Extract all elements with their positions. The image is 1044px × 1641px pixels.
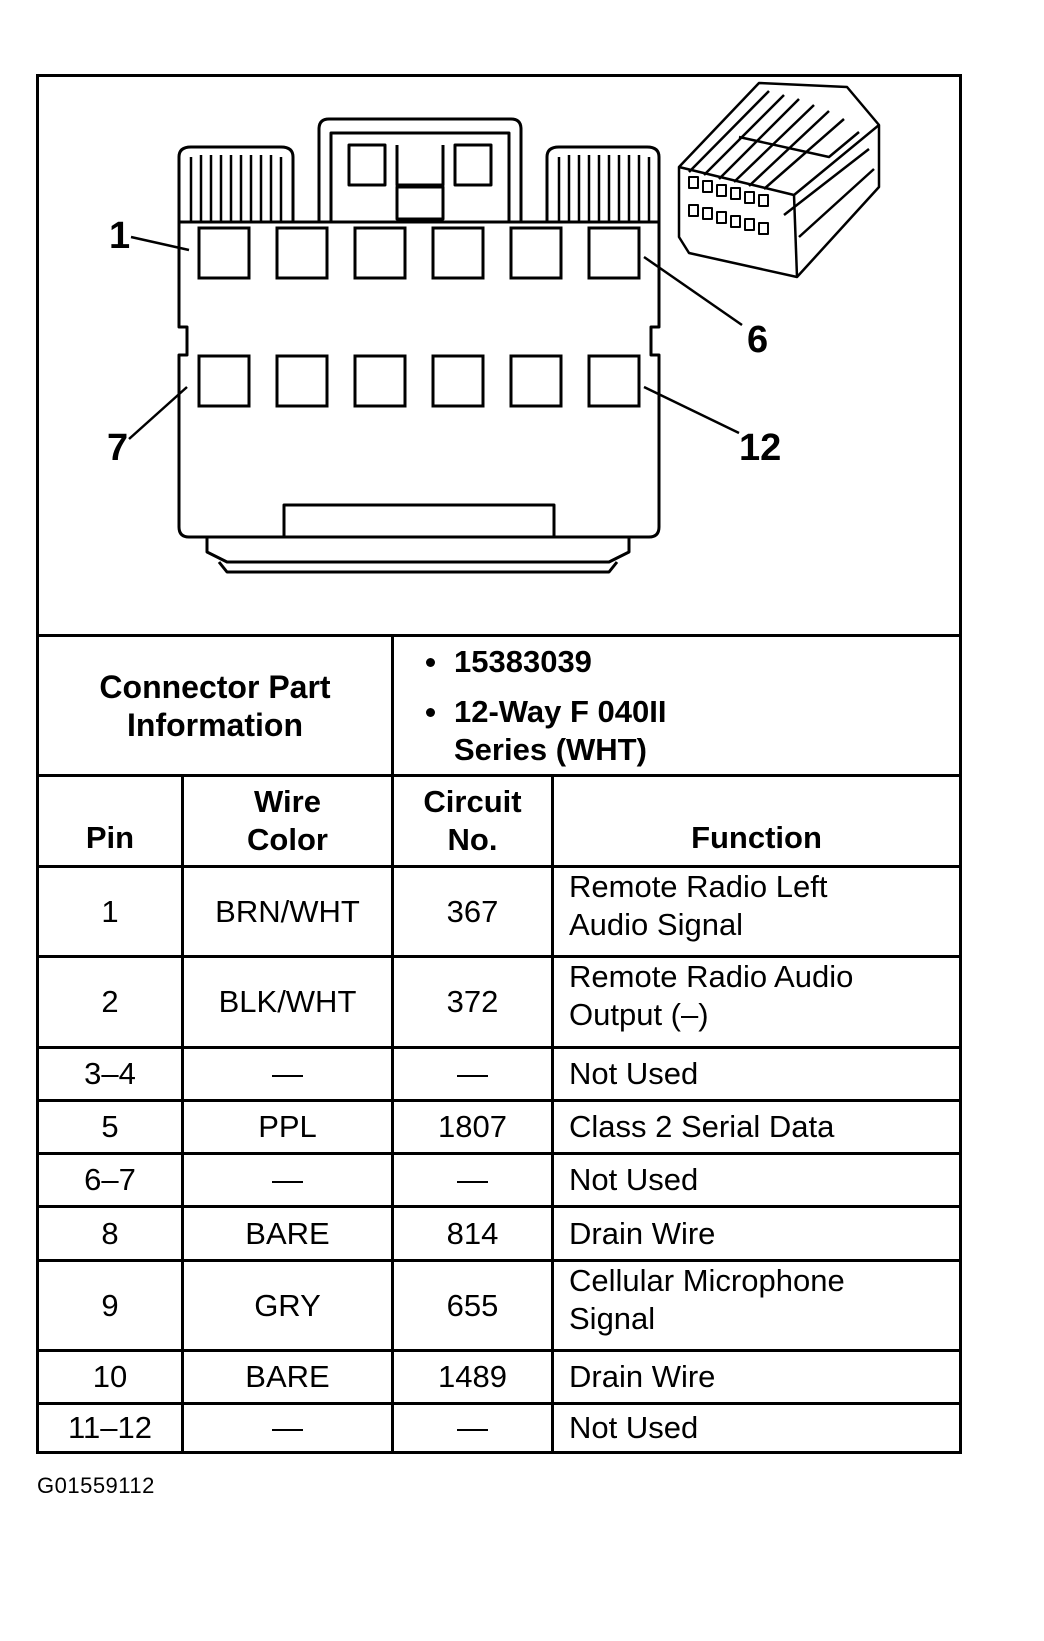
cell-pin: 11–12	[68, 1410, 152, 1445]
header-circuit-line2: No.	[447, 822, 498, 857]
cell-wire-color: BLK/WHT	[218, 984, 357, 1019]
cell-pin: 6–7	[84, 1162, 136, 1197]
header-circuit-no: Circuit No.	[394, 777, 551, 865]
cell-wire-color: —	[272, 1162, 303, 1197]
connector-part-number: 15383039	[426, 643, 592, 681]
cell-circuit: 814	[446, 1215, 499, 1251]
cell-pin: 9	[101, 1287, 119, 1323]
connector-type-text: 12-Way F 040II	[454, 694, 667, 729]
connector-part-number-text: 15383039	[454, 644, 592, 679]
cell-function-line1: Remote Radio Left	[569, 869, 828, 904]
bullet-icon	[426, 658, 435, 667]
column-divider	[551, 777, 554, 1451]
cell-function: Not Used	[569, 1162, 699, 1197]
cell-wire-color: —	[272, 1056, 303, 1091]
connector-info-list: 15383039 12-Way F 040II Series (WHT)	[394, 637, 959, 777]
cell-function-line2: Output (–)	[569, 997, 709, 1032]
cell-wire-color: BARE	[245, 1359, 330, 1394]
divider	[39, 634, 959, 637]
cell-wire-color: GRY	[254, 1287, 321, 1323]
connector-frame: 1 6 7 12 Connector Part Information 1538…	[36, 74, 962, 1454]
cell-function: Drain Wire	[569, 1215, 716, 1251]
pin-callout-6: 6	[747, 319, 769, 361]
cell-circuit: 1489	[438, 1359, 507, 1394]
figure-id: G01559112	[37, 1473, 155, 1498]
column-divider	[391, 777, 394, 1451]
cell-circuit: 367	[446, 893, 499, 929]
pin-callout-12: 12	[739, 427, 782, 469]
cell-wire-color: BARE	[245, 1215, 330, 1251]
cell-pin: 1	[101, 893, 119, 929]
cell-function-line1: Cellular Microphone	[569, 1263, 845, 1298]
divider	[39, 1046, 959, 1049]
pin-callout-1: 1	[109, 215, 131, 257]
cell-function-line1: Remote Radio Audio	[569, 959, 854, 994]
cell-pin: 8	[101, 1215, 119, 1251]
connector-face-drawing	[128, 81, 881, 574]
cell-circuit: 372	[446, 984, 499, 1019]
header-wire-color-line1: Wire	[254, 784, 321, 819]
header-wire-color: Wire Color	[184, 777, 391, 865]
cell-pin: 10	[92, 1359, 128, 1394]
divider	[39, 1259, 959, 1262]
cell-function-line2: Audio Signal	[569, 907, 744, 942]
cell-function: Not Used	[569, 1056, 699, 1091]
cell-function-line2: Signal	[569, 1301, 656, 1336]
divider	[39, 1205, 959, 1208]
header-pin: Pin	[85, 820, 135, 855]
cell-pin: 3–4	[84, 1056, 136, 1091]
connector-type: 12-Way F 040II	[426, 693, 667, 731]
cell-wire-color: —	[272, 1410, 303, 1445]
connector-diagram: 1 6 7 12	[39, 77, 959, 637]
connector-series: Series (WHT)	[454, 731, 647, 769]
cell-wire-color: BRN/WHT	[215, 893, 360, 929]
cell-function: Drain Wire	[569, 1359, 716, 1394]
cell-function: Class 2 Serial Data	[569, 1109, 835, 1144]
divider	[39, 1099, 959, 1102]
cell-pin: 5	[101, 1109, 119, 1144]
cell-circuit: —	[457, 1410, 488, 1445]
pin-callout-7: 7	[107, 427, 129, 469]
cell-pin: 2	[101, 984, 119, 1019]
connector-series-text: Series (WHT)	[454, 732, 647, 767]
divider	[39, 774, 959, 777]
cell-function: Not Used	[569, 1410, 699, 1445]
divider	[39, 1152, 959, 1155]
divider	[39, 955, 959, 958]
cell-function: Remote Radio Left Audio Signal	[554, 868, 959, 955]
cell-circuit: —	[457, 1162, 488, 1197]
cell-circuit: 1807	[438, 1109, 507, 1144]
header-function: Function	[691, 820, 822, 855]
cell-function: Cellular Microphone Signal	[554, 1262, 959, 1349]
connector-info-label-line1: Connector Part	[99, 668, 331, 705]
header-circuit-line1: Circuit	[423, 784, 522, 819]
column-divider	[181, 777, 184, 1451]
bullet-icon	[426, 708, 435, 717]
divider	[39, 865, 959, 868]
cell-circuit: —	[457, 1056, 488, 1091]
divider	[39, 1402, 959, 1405]
connector-info-label-line2: Information	[127, 706, 303, 743]
header-wire-color-line2: Color	[247, 822, 328, 857]
cell-function: Remote Radio Audio Output (–)	[554, 958, 959, 1046]
divider	[391, 634, 394, 777]
divider	[39, 1349, 959, 1352]
connector-info-label: Connector Part Information	[39, 637, 391, 774]
cell-wire-color: PPL	[258, 1109, 317, 1144]
cell-circuit: 655	[446, 1287, 499, 1323]
